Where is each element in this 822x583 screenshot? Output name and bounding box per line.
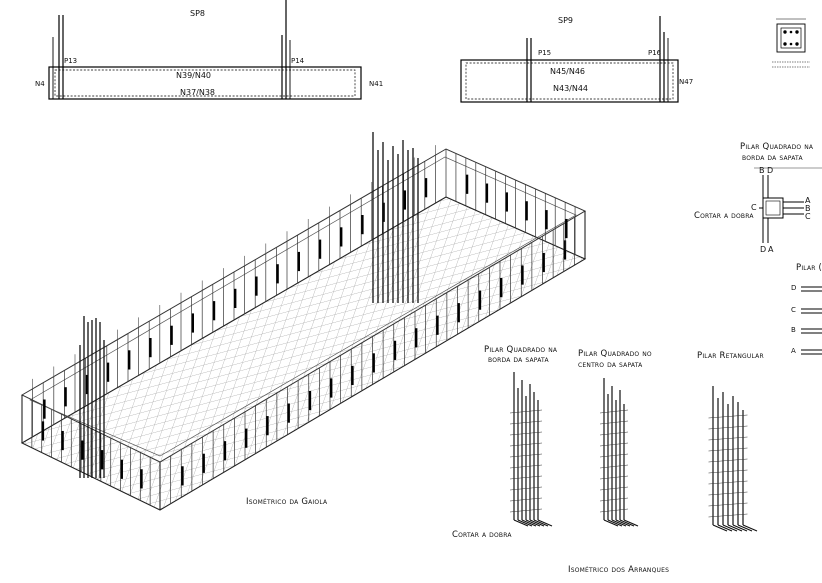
sp9-title: SP9 <box>558 16 573 25</box>
column-section-detail <box>772 18 810 68</box>
pilar-legend-a: A <box>791 347 796 355</box>
edge-detail-letter-a-right: A <box>805 196 811 205</box>
sp9-bar-top-label: N45/N46 <box>550 67 586 76</box>
edge-detail-title-1: Pilar Quadrado na <box>740 142 814 152</box>
pilar-legend-d: D <box>791 284 797 292</box>
caption-iso-cage: Isométrico da Gaiola <box>246 497 328 507</box>
edge-pillar-plan-detail <box>754 167 822 243</box>
caption-iso-starters: Isométrico dos Arranques <box>568 565 670 575</box>
sp8-pillar-left-label: P13 <box>64 57 78 65</box>
sp9-node-right-label: N47 <box>679 78 694 86</box>
isometric-cage <box>20 132 587 511</box>
pilar-legend-c: C <box>791 306 796 314</box>
sp9-pillar-right-label: P16 <box>648 49 662 57</box>
pilar-legend-b: B <box>791 326 796 334</box>
starter-center-title-2: centro da sapata <box>578 360 643 370</box>
sp9-bar-bottom-label: N43/N44 <box>553 84 589 93</box>
caption-cut-bottom: Cortar a dobra <box>452 530 512 540</box>
plan-sp8 <box>48 0 362 100</box>
sp8-bar-top-label: N39/N40 <box>176 71 212 80</box>
sp8-node-right-label: N41 <box>369 80 384 88</box>
sp8-pillar-right-label: P14 <box>291 57 305 65</box>
sp8-bar-bottom-label: N37/N38 <box>180 88 216 97</box>
plan-sp9 <box>460 16 679 103</box>
sp9-pillar-left-label: P15 <box>538 49 552 57</box>
edge-detail-letter-c-right: C <box>805 212 811 221</box>
edge-detail-cut-label: Cortar a dobra <box>694 211 754 221</box>
edge-detail-letter-d-top: D <box>767 166 774 175</box>
pilar-legend-bars <box>801 286 822 355</box>
edge-detail-letter-b-right: B <box>805 204 811 213</box>
sp8-title: SP8 <box>190 9 205 18</box>
edge-detail-letter-c-side: C <box>751 203 757 212</box>
starter-edge-title-1: Pilar Quadrado na <box>484 345 558 355</box>
starter-rect-title: Pilar Retangular <box>697 351 764 361</box>
edge-detail-title-2: borda da sapata <box>742 153 803 163</box>
edge-detail-letter-a-bottom: A <box>768 245 774 254</box>
edge-detail-letter-d-bottom: D <box>760 245 767 254</box>
starter-isometrics <box>509 372 758 532</box>
pilar-legend-title: Pilar ( <box>796 263 822 273</box>
sp8-node-left-label: N4 <box>35 80 45 88</box>
edge-detail-letter-b-top: B <box>759 166 765 175</box>
starter-edge-title-2: borda da sapata <box>488 355 549 365</box>
starter-center-title-1: Pilar Quadrado no <box>578 349 652 359</box>
